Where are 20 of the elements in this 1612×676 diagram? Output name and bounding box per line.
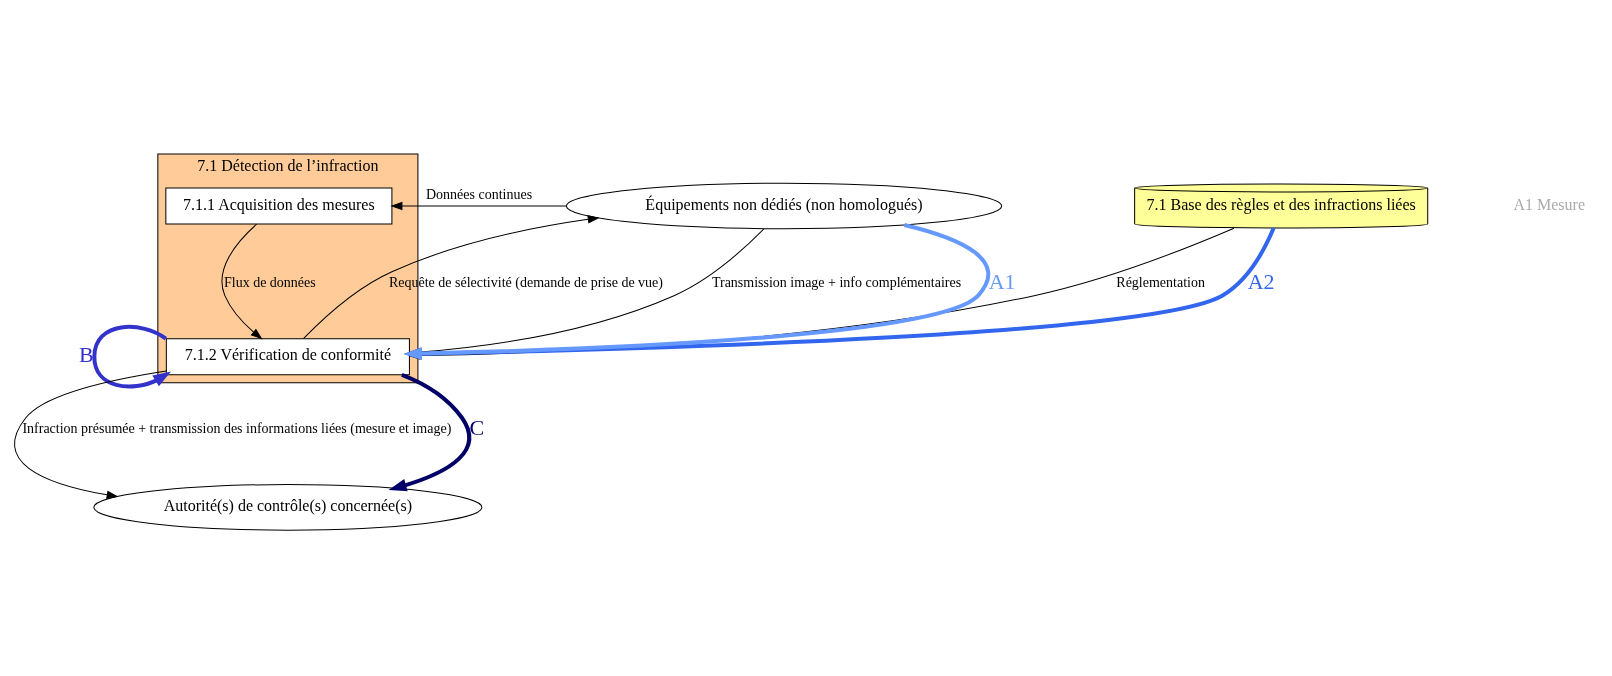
- arrow: [390, 202, 566, 210]
- edge-label: Infraction présumée + transmission des informations liées (mesure et image): [21, 421, 451, 437]
- node-box: 7.1.1 Acquisition des mesures: [164, 187, 392, 225]
- edge-label: Réglementation: [1115, 275, 1205, 291]
- edge-label: Transmission image + info complémentaires: [711, 275, 961, 291]
- edge-label: C: [469, 415, 484, 441]
- edge-label: Flux de données: [223, 275, 316, 291]
- node-ellipse: Autorité(s) de contrôle(s) concernée(s): [92, 484, 482, 531]
- arrow: [91, 324, 171, 389]
- label: A1 Mesure: [1512, 195, 1585, 213]
- edge-label: A1: [988, 269, 1016, 295]
- node-box: 7.1.2 Vérification de conformité: [165, 338, 410, 376]
- arrow: [13, 370, 167, 499]
- edge-label: A2: [1247, 269, 1275, 295]
- node-ellipse: Équipements non dédiés (non homologués): [565, 182, 1002, 230]
- edge-label: B: [78, 342, 94, 368]
- edge-label: Données continues: [425, 187, 532, 203]
- arrow: [220, 223, 262, 339]
- arrow: [388, 372, 471, 492]
- arrow: [302, 215, 599, 339]
